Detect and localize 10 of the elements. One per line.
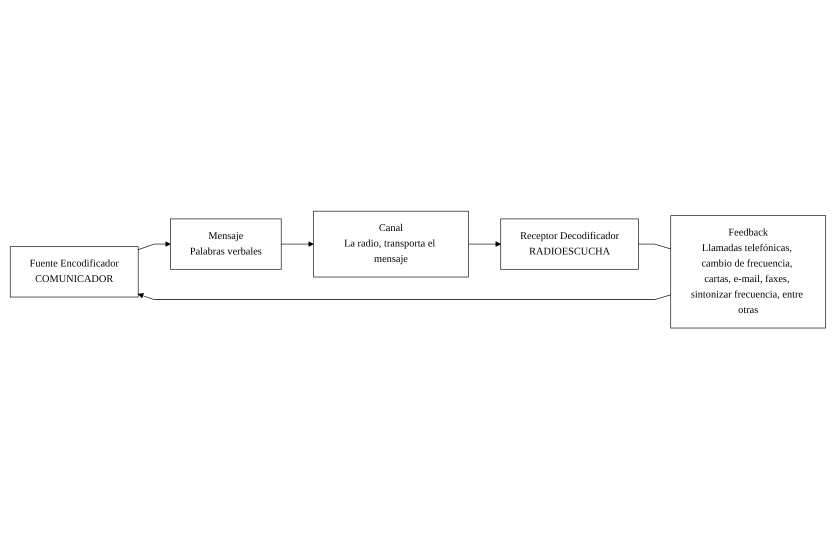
- arrow: [280, 242, 314, 248]
- node-box: Fuente Encodificador COMUNICADOR: [10, 246, 139, 298]
- arrow: [138, 242, 171, 250]
- node-box: Mensaje Palabras verbales: [170, 218, 282, 270]
- node-box: Feedback Llamadas telefónicas, cambio de frecuencia, cartas, e-mail, faxes, sintonizar frecuencia, entre otras: [670, 216, 826, 329]
- connector: [638, 244, 672, 250]
- node-box: Canal La radio, transporta el mensaje: [313, 211, 469, 278]
- arrow: [138, 293, 672, 300]
- node-box: Receptor Decodificador RADIOESCUCHA: [500, 218, 639, 270]
- arrow: [468, 242, 502, 248]
